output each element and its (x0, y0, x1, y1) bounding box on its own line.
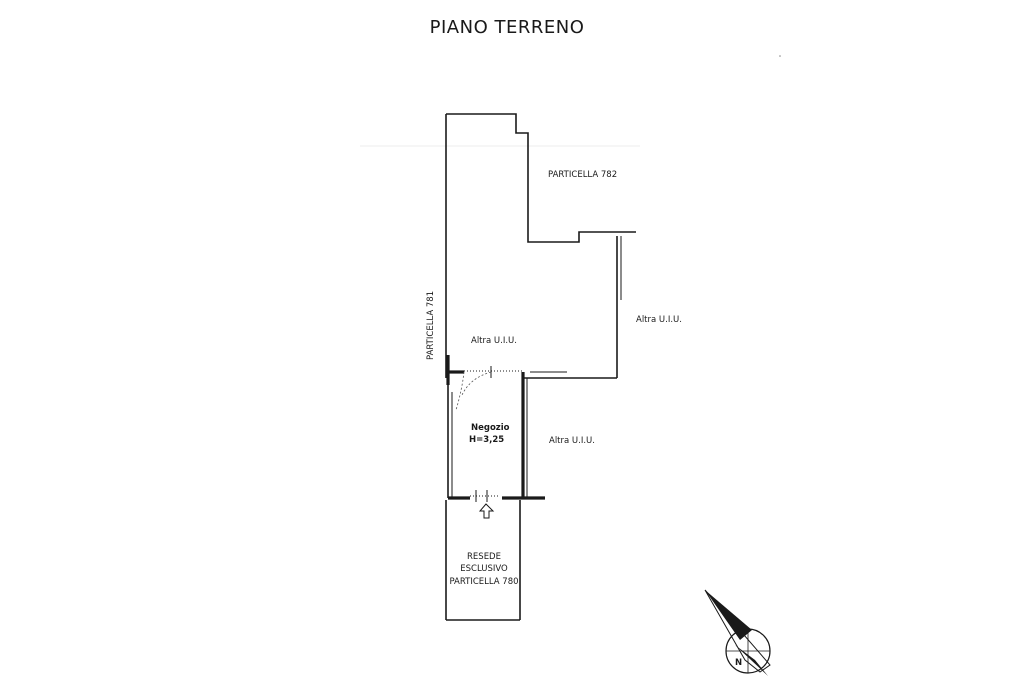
resede-area (445, 500, 521, 621)
label-altra-uiu-lower: Altra U.I.U. (549, 436, 595, 446)
label-resede-line2: ESCLUSIVO (460, 564, 508, 574)
plan-title: PIANO TERRENO (430, 17, 585, 38)
label-resede-line1: RESEDE (467, 552, 501, 562)
svg-text:N: N (735, 658, 742, 668)
building-outline (445, 113, 636, 379)
label-resede-line3: PARTICELLA 780 (449, 577, 518, 587)
label-altra-uiu-right: Altra U.I.U. (636, 315, 682, 325)
label-height: H=3,25 (469, 435, 504, 445)
label-negozio: Negozio (471, 423, 510, 433)
label-particella-782: PARTICELLA 782 (548, 170, 617, 180)
label-altra-uiu-upper: Altra U.I.U. (471, 336, 517, 346)
negozio-room (446, 355, 545, 502)
entrance-arrow-icon (478, 503, 495, 519)
north-arrow-icon: N (704, 589, 771, 676)
label-particella-781: PARTICELLA 781 (426, 291, 436, 360)
scan-artifact-dot (779, 55, 781, 57)
